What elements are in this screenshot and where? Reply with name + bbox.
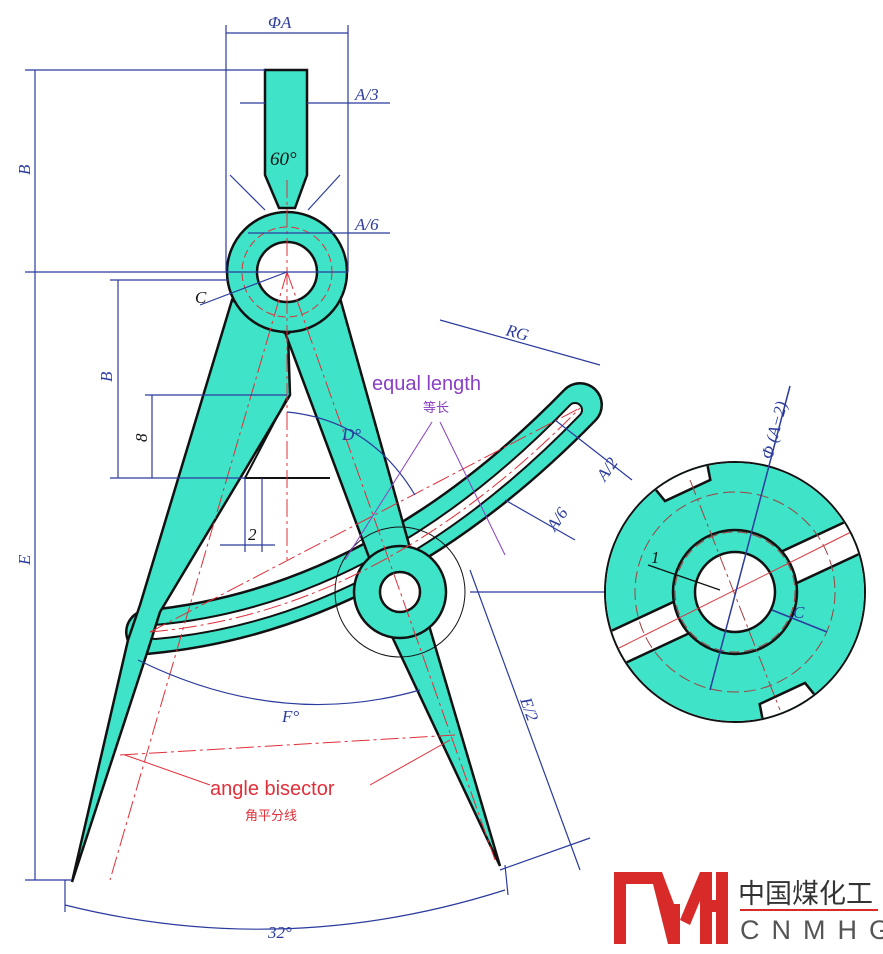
equal-length-label-cn: 等长 [423,400,449,416]
dim-a-over-2: A/2 [592,454,622,485]
dim-e-total: E [15,554,34,566]
left-leg [70,298,292,883]
dim-a-over-6-top: A/6 [354,215,379,234]
right-leg-lower [386,620,502,867]
dim-a-over-3: A/3 [354,85,379,104]
dim-two: 2 [248,525,257,544]
dim-phi-a-minus-2: Φ (A−2) [758,399,792,461]
dim-d-angle: D° [341,425,361,444]
centerlines [109,180,581,881]
logo-mark [614,872,728,944]
logo-name-cn: 中国煤化工 [738,879,873,910]
dim-f-angle: F° [281,707,299,726]
detail-view [604,385,866,723]
equal-length-leaders [344,421,506,561]
angle-bisector-label-cn: 角平分线 [245,809,297,824]
dim-b-mid: B [97,371,116,382]
dim-a-over-6-arc: A/6 [542,504,572,535]
dim-b-top: B [15,164,34,175]
handle [263,68,309,210]
dim-rg: RG [503,320,531,344]
dim-angle-32: 32° [267,923,292,942]
dim-e-over-2: E/2 [516,694,542,724]
dim-c-ring: C [195,288,207,307]
angle-bisector-leaders [124,739,451,786]
dim-c-detail: C [793,603,805,622]
dim-phi-a: ΦA [268,13,292,32]
dim-one: 1 [651,548,660,567]
cnmhg-logo: 中国煤化工 CNMHG [614,872,883,945]
logo-name-en: CNMHG [740,915,883,945]
equal-length-label: equal length [372,373,481,395]
dim-eight: 8 [132,433,151,442]
dim-angle-60: 60° [270,149,297,170]
dimension-lines [25,25,633,930]
angle-bisector-label: angle bisector [210,778,335,800]
